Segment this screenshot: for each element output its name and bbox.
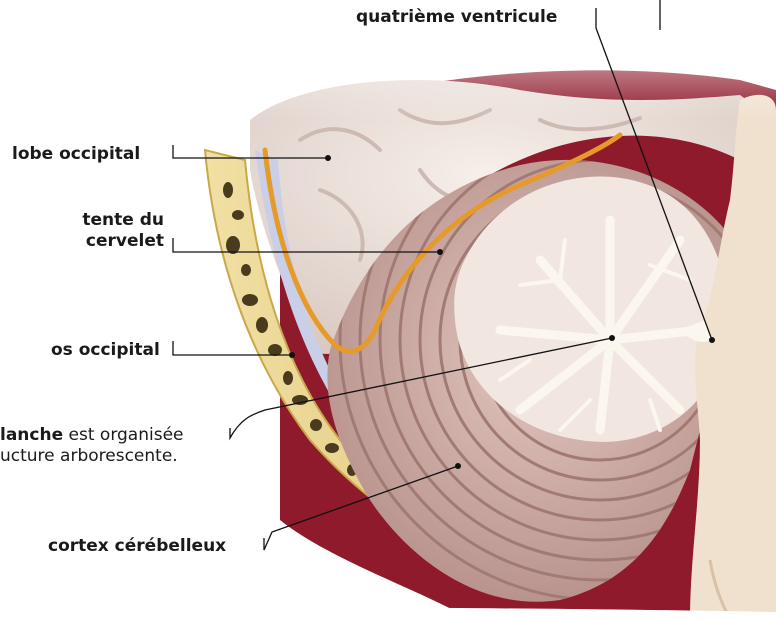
label-substance-blanche-line1: lanche est organisée [0,425,184,446]
label-quatrieme-ventricule: quatrième ventricule [356,7,557,28]
label-lobe-occipital: lobe occipital [12,144,140,165]
label-os-occipital: os occipital [51,340,160,361]
label-tente-du-cervelet-line1: tente du [60,210,164,231]
label-tente-du-cervelet-line2: cervelet [60,231,164,252]
label-substance-blanche-line2: ucture arborescente. [0,446,184,467]
label-tente-du-cervelet: tente du cervelet [60,210,164,252]
label-cortex-cerebelleux: cortex cérébelleux [48,536,226,557]
label-substance-blanche-rest: est organisée [63,425,183,445]
label-substance-blanche: lanche est organisée ucture arborescente… [0,425,184,467]
label-substance-blanche-bold: lanche [0,425,63,445]
